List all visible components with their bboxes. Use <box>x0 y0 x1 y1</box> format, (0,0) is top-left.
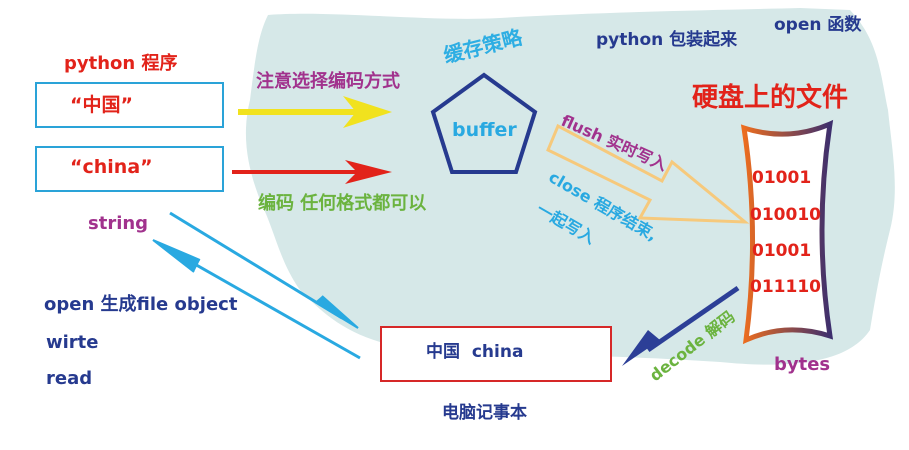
disk-file-title: 硬盘上的文件 <box>692 83 849 113</box>
disk-file-shape <box>740 119 834 345</box>
input-en-text: “china” <box>70 156 153 178</box>
encoding-any-label: 编码 任何格式都可以 <box>258 193 427 214</box>
python-wrap-label: python 包装起来 <box>596 30 738 50</box>
python-program-label: python 程序 <box>64 53 178 74</box>
yellow-arrow <box>238 96 392 128</box>
buffer-label: buffer <box>452 119 517 141</box>
open-file-object-label: open 生成file object <box>44 294 238 315</box>
bit-row-1: 01001 <box>752 168 812 188</box>
write-label: wirte <box>46 332 99 353</box>
input-box-en <box>35 146 224 192</box>
notepad-box <box>380 326 612 382</box>
python-wrapper-cloud <box>245 8 895 365</box>
notepad-content: 中国 china <box>426 342 524 362</box>
input-box-zh <box>35 82 224 128</box>
decode-arrow <box>622 285 740 366</box>
choose-encoding-label: 注意选择编码方式 <box>256 71 400 92</box>
bit-row-2: 010010 <box>750 205 821 225</box>
string-label: string <box>88 213 149 234</box>
string-notepad-arrows <box>152 211 361 360</box>
red-arrow <box>232 160 392 184</box>
flush-arrow <box>546 123 750 224</box>
bit-row-4: 011110 <box>750 277 821 297</box>
notepad-label: 电脑记事本 <box>442 403 527 423</box>
buffer-pentagon <box>430 72 538 174</box>
bit-row-3: 01001 <box>752 241 812 261</box>
read-label: read <box>46 368 93 389</box>
input-zh-text: “中国” <box>70 94 133 116</box>
bytes-label: bytes <box>774 354 831 375</box>
open-function-label: open 函数 <box>774 15 862 35</box>
